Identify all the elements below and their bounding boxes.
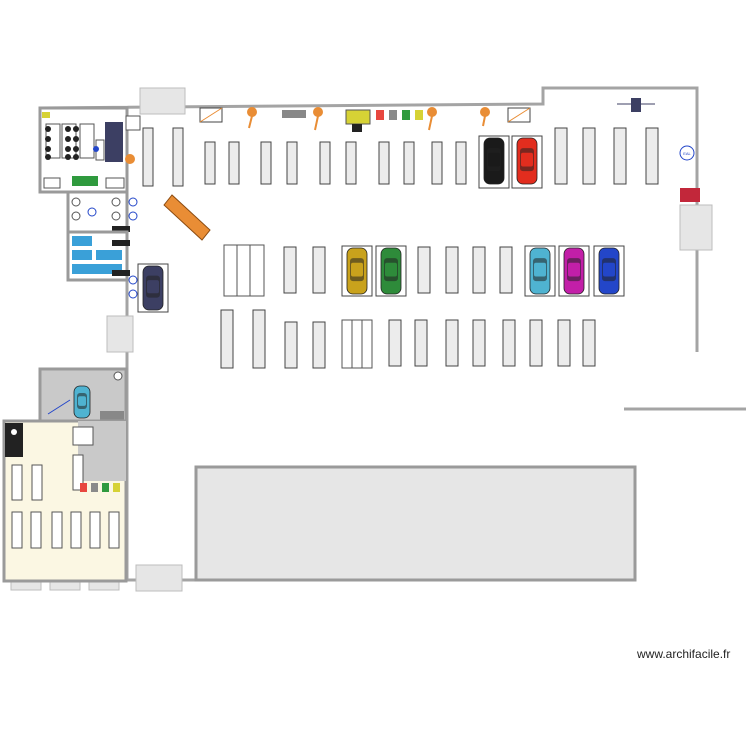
- lamp-posts: [247, 107, 490, 117]
- empty-bays: [223, 244, 373, 369]
- car-magenta: [563, 247, 585, 295]
- lower-office: [2, 419, 128, 583]
- fire-panel: [680, 188, 700, 202]
- car-red: [516, 137, 538, 185]
- car-black: [483, 137, 505, 185]
- watermark: www.archifacile.fr: [637, 647, 731, 661]
- gate-marker: [617, 98, 655, 112]
- van-row-top: [142, 127, 659, 187]
- storage-room: [66, 230, 138, 299]
- car-teal: [73, 385, 91, 419]
- van-row-middle: [283, 246, 513, 294]
- sanitary-block: [66, 190, 138, 234]
- eal-sign: [679, 145, 695, 161]
- bins-top: [345, 109, 423, 132]
- car-yellow: [346, 247, 368, 295]
- lamp-stems: [248, 115, 486, 131]
- hazard-panels: [199, 107, 531, 123]
- parked-cars: [73, 137, 620, 419]
- office-accents: [42, 112, 135, 189]
- car-navy: [142, 265, 164, 311]
- car-green: [380, 247, 402, 295]
- bins-lower: [80, 483, 120, 492]
- eal-label: EAL: [683, 151, 691, 156]
- car-cyan: [529, 247, 551, 295]
- storage-hall: [194, 465, 637, 582]
- car-stalls: [137, 135, 625, 313]
- van-row-lower: [220, 309, 596, 369]
- office-chairs: [45, 126, 79, 160]
- orange-forklift: [163, 194, 211, 241]
- car-blue: [598, 247, 620, 295]
